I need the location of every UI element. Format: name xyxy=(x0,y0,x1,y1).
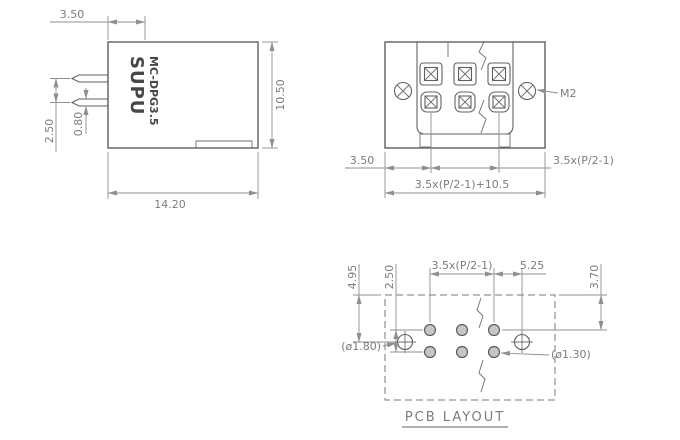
terminal-housing xyxy=(416,42,514,135)
solder-pad xyxy=(487,345,501,359)
solder-pad xyxy=(487,323,501,337)
clamp-screws xyxy=(419,62,511,113)
dim-label-edge-offset: 3.50 xyxy=(350,154,375,167)
side-view: SUPU MC-DPG3.5 3.50 10.50 14.20 xyxy=(43,8,287,211)
dim-edge-offset: 3.50 xyxy=(345,113,546,198)
solder-pin-bottom xyxy=(70,98,109,107)
dim-label-width: 14.20 xyxy=(154,198,186,211)
dim-label-height: 10.50 xyxy=(274,79,287,111)
mounting-screw-left-icon xyxy=(393,81,413,101)
dim-label-pitch-front: 3.5x(P/2-1) xyxy=(553,154,614,167)
pcb-outline xyxy=(384,294,556,401)
solder-pad xyxy=(455,345,469,359)
dim-label-top: 3.50 xyxy=(60,8,85,21)
hole-dia-label-pad: (ø1.30) xyxy=(551,348,591,361)
dim-label-hole-vertical: 4.95 xyxy=(346,265,359,290)
brand-text: SUPU xyxy=(126,56,147,115)
dim-label-row-pitch: 2.50 xyxy=(383,265,396,290)
dim-hole-vertical: 4.95 xyxy=(346,264,395,343)
dim-label-pin-size: 0.80 xyxy=(72,112,85,137)
break-line-top xyxy=(478,41,487,71)
mounting-screw-right-icon xyxy=(517,81,537,101)
break-line-top xyxy=(476,297,484,329)
dim-label-overall: 3.5x(P/2-1)+10.5 xyxy=(415,178,510,191)
solder-pad xyxy=(455,323,469,337)
dim-height: 10.50 xyxy=(262,41,287,149)
dim-label-pad-vertical: 3.70 xyxy=(588,265,601,290)
front-view: M2 3.50 3.5x(P/2-1) 3.5x(P/2-1)+10.5 xyxy=(345,41,614,198)
pcb-caption-text: PCB LAYOUT xyxy=(405,410,505,425)
hole-dia-callout-left: (ø1.80) xyxy=(341,340,397,353)
dim-pad-vertical: 3.70 xyxy=(502,264,607,331)
dim-pin-size: 0.80 xyxy=(72,88,89,137)
dim-row-pitch: 2.50 xyxy=(383,264,423,353)
front-outline xyxy=(384,41,546,149)
housing-foot-right xyxy=(498,133,511,148)
dim-label-hole-offset: 5.25 xyxy=(520,259,545,272)
m2-callout: M2 xyxy=(536,87,577,100)
hole-dia-callout-right: (ø1.30) xyxy=(500,348,591,361)
dim-label-pin-pitch: 2.50 xyxy=(43,119,56,144)
mounting-hole-left xyxy=(394,331,416,353)
dim-pitch-front: 3.5x(P/2-1) xyxy=(430,154,614,171)
solder-pin-top xyxy=(70,74,109,83)
break-line-bottom xyxy=(478,359,486,393)
dim-pin-offset: 3.50 xyxy=(50,8,146,40)
dim-pad-pitch: 3.5x(P/2-1) xyxy=(429,259,495,322)
dim-pin-pitch: 2.50 xyxy=(43,78,70,152)
dim-label-pad-pitch: 3.5x(P/2-1) xyxy=(432,259,493,272)
dim-overall: 3.5x(P/2-1)+10.5 xyxy=(384,178,546,196)
pcb-layout-view: 4.95 2.50 3.5x(P/2-1) 5.25 xyxy=(341,259,607,428)
break-line-bottom xyxy=(478,99,487,134)
dim-hole-offset: 5.25 xyxy=(493,259,546,332)
solder-pad xyxy=(423,323,437,337)
hole-dia-label-mount: (ø1.80) xyxy=(341,340,381,353)
pcb-caption: PCB LAYOUT xyxy=(402,410,508,428)
model-text: MC-DPG3.5 xyxy=(147,56,160,126)
solder-pad xyxy=(423,345,437,359)
mounting-hole-right xyxy=(511,331,533,353)
housing-foot-left xyxy=(419,133,432,148)
m2-label: M2 xyxy=(560,87,577,100)
dim-width: 14.20 xyxy=(107,152,259,211)
body-step xyxy=(195,140,253,148)
connector-body xyxy=(107,41,259,149)
